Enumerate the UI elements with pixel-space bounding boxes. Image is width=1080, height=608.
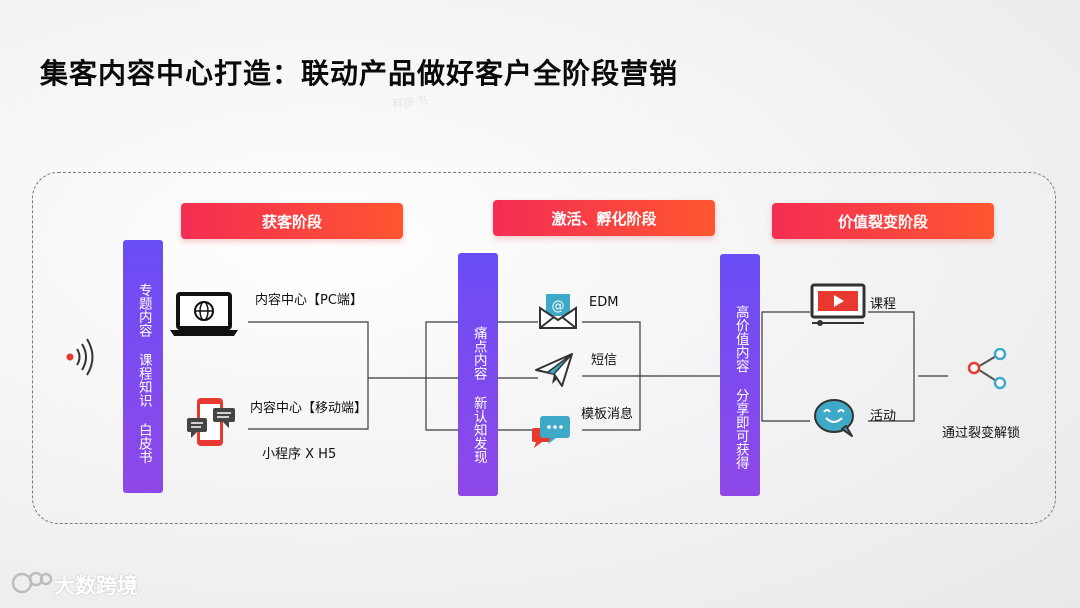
mobile-content-center-label: 内容中心【移动端】 (250, 401, 368, 416)
sms-label: 短信 (591, 353, 618, 368)
edm-label: EDM (589, 295, 619, 310)
content-types-text: 专题内容 课程知识 白皮书 (135, 283, 152, 464)
pain-point-bar: 痛点内容 新认知发现 (458, 253, 498, 496)
stage-fission-header: 价值裂变阶段 (772, 203, 994, 239)
broadcast-icon (66, 338, 94, 376)
diagram-frame (32, 172, 1056, 524)
smile-chat-icon (814, 399, 854, 437)
template-message-label: 模板消息 (581, 407, 634, 422)
svg-text:@: @ (552, 299, 565, 314)
pain-point-text: 痛点内容 新认知发现 (470, 325, 487, 464)
laptop-icon (170, 292, 238, 336)
stage-activate-header: 激活、孵化阶段 (493, 200, 715, 236)
page-title: 集客内容中心打造：联动产品做好客户全阶段营销 (40, 57, 679, 90)
share-icon (967, 348, 1007, 390)
mobile-chat-icon (187, 398, 235, 446)
course-label: 课程 (870, 297, 897, 312)
stage-acquire-header: 获客阶段 (181, 203, 403, 239)
high-value-bar: 高价值内容 分享即可获得 (720, 254, 760, 496)
fission-unlock-label: 通过裂变解锁 (942, 426, 1021, 441)
email-icon: @ (539, 294, 577, 329)
paper-plane-icon (535, 353, 573, 387)
brand-logo-icon (11, 571, 53, 594)
message-bubble-icon (532, 416, 570, 448)
high-value-text: 高价值内容 分享即可获得 (732, 304, 749, 470)
pc-content-center-label: 内容中心【PC端】 (255, 293, 363, 308)
video-course-icon (810, 283, 866, 326)
content-types-bar: 专题内容 课程知识 白皮书 (123, 240, 163, 493)
miniprogram-h5-label: 小程序 X H5 (262, 447, 337, 462)
event-label: 活动 (870, 409, 897, 424)
brand-name: 大数跨境 (54, 574, 138, 598)
